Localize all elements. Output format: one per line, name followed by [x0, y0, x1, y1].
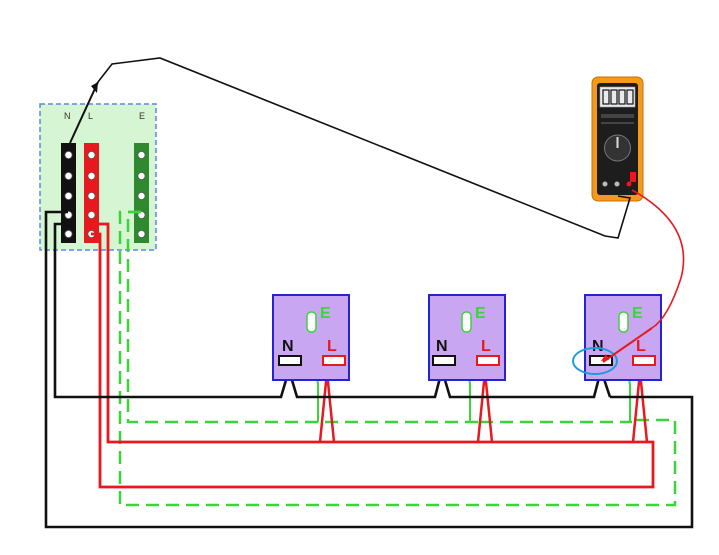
red-probe [602, 327, 653, 363]
socket-1-earth-label: E [320, 305, 331, 322]
socket-3-earth-label: E [632, 305, 643, 322]
socket-3: E N L [584, 294, 662, 381]
probe-tip-icon [91, 82, 98, 93]
red-probe-tip-icon [601, 354, 609, 361]
neutral-wire [44, 210, 694, 529]
socket-2-earth-label: E [475, 305, 486, 322]
socket-3-neutral-label: N [592, 338, 604, 355]
red-test-lead [631, 189, 685, 329]
socket-1-live-label: L [327, 338, 337, 355]
socket-2: E N L [428, 294, 506, 381]
socket-2-live-label: L [481, 338, 491, 355]
live-wire [91, 222, 655, 489]
board-label-e: E [139, 111, 145, 121]
earth-wire [118, 210, 677, 507]
black-test-lead [97, 57, 632, 239]
board-label-l: L [88, 111, 93, 121]
board-label-n: N [64, 111, 71, 121]
highlight-circle [572, 347, 618, 375]
multimeter-icon [591, 76, 644, 202]
socket-3-live-label: L [636, 338, 646, 355]
socket-1: E N L [272, 294, 350, 381]
terminal-screws [64, 150, 146, 238]
consumer-unit: N L E [39, 103, 157, 251]
socket-1-neutral-label: N [282, 338, 294, 355]
black-probe [69, 81, 99, 144]
socket-2-neutral-label: N [436, 338, 448, 355]
